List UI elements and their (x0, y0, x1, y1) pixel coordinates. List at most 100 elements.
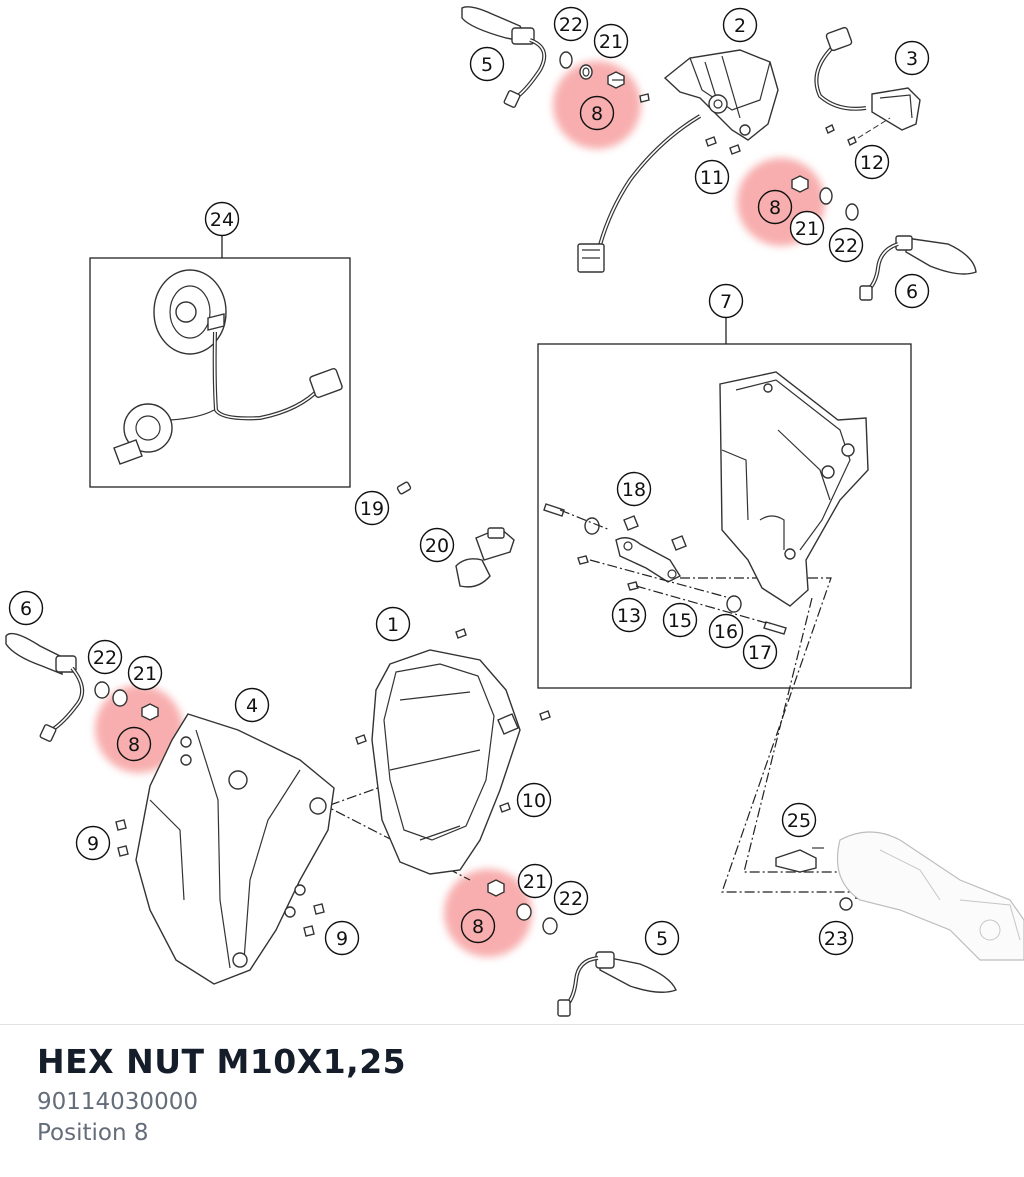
callout-22[interactable]: 22 (553, 880, 589, 916)
callout-13[interactable]: 13 (611, 597, 647, 633)
headlight-bracket-part-2[interactable] (577, 49, 779, 273)
callout-circle (579, 95, 615, 131)
callout-label: 23 (824, 928, 848, 950)
callout-label: 19 (360, 498, 384, 520)
callout-circle (722, 7, 758, 43)
callout-2[interactable]: 2 (722, 7, 758, 43)
callout-21[interactable]: 21 (593, 23, 629, 59)
callout-circle (662, 602, 698, 638)
callout-18[interactable]: 18 (616, 471, 652, 507)
callout-label: 2 (734, 15, 746, 37)
callout-5[interactable]: 5 (644, 920, 680, 956)
callout-circle (354, 490, 390, 526)
callout-circle (116, 726, 152, 762)
headlight-bulb-part-20[interactable] (455, 527, 515, 588)
callout-20[interactable]: 20 (419, 527, 455, 563)
callout-label: 21 (795, 218, 819, 240)
callout-circle (781, 802, 817, 838)
callout-label: 24 (210, 209, 234, 231)
callout-15[interactable]: 15 (662, 602, 698, 638)
clamp-part-25[interactable] (775, 831, 1024, 961)
callout-10[interactable]: 10 (516, 782, 552, 818)
highlight-position-8[interactable] (95, 685, 183, 773)
callout-label: 4 (246, 695, 258, 717)
routing-line (721, 577, 960, 893)
callout-circle (611, 597, 647, 633)
callout-8[interactable]: 8 (579, 95, 615, 131)
callout-circle (419, 527, 455, 563)
callout-circle (593, 23, 629, 59)
callout-circle (517, 863, 553, 899)
callout-circle (375, 606, 411, 642)
turn-signal-top-left[interactable] (461, 6, 547, 108)
callout-circle (708, 283, 744, 319)
callout-5[interactable]: 5 (469, 46, 505, 82)
callout-23[interactable]: 23 (818, 920, 854, 956)
turn-signal-right[interactable] (859, 235, 977, 301)
callout-9[interactable]: 9 (324, 920, 360, 956)
callout-19[interactable]: 19 (354, 490, 390, 526)
headlight-part-1[interactable] (355, 628, 551, 875)
callout-4[interactable]: 4 (234, 687, 270, 723)
callout-8[interactable]: 8 (460, 908, 496, 944)
callout-21[interactable]: 21 (789, 210, 825, 246)
callout-7[interactable]: 7 (708, 283, 744, 319)
callout-6[interactable]: 6 (8, 590, 44, 626)
callout-circle (553, 880, 589, 916)
callout-label: 6 (20, 598, 32, 620)
callout-label: 13 (617, 605, 641, 627)
callout-label: 7 (720, 291, 732, 313)
callout-circle (616, 471, 652, 507)
detail-frame-24 (89, 257, 351, 488)
callout-circle (694, 159, 730, 195)
divider (0, 1024, 1024, 1025)
part-position: Position 8 (37, 1120, 149, 1146)
callout-circle (742, 634, 778, 670)
callout-label: 12 (860, 152, 884, 174)
callout-8[interactable]: 8 (116, 726, 152, 762)
callout-circle (553, 6, 589, 42)
callout-21[interactable]: 21 (127, 655, 163, 691)
mounting-bracket-part-7[interactable] (719, 371, 869, 607)
headlight-mask-part-4[interactable] (135, 713, 335, 985)
part-number: 90114030000 (37, 1089, 198, 1115)
turn-signal-bottom[interactable] (557, 951, 677, 1017)
bulb-socket-part-24[interactable] (113, 269, 343, 465)
callout-label: 21 (523, 871, 547, 893)
callout-circle (460, 908, 496, 944)
turn-signal-left[interactable] (5, 632, 84, 742)
callout-22[interactable]: 22 (828, 227, 864, 263)
callout-21[interactable]: 21 (517, 863, 553, 899)
callout-circle (894, 273, 930, 309)
callout-9[interactable]: 9 (75, 825, 111, 861)
callout-label: 22 (834, 235, 858, 257)
callout-label: 18 (622, 479, 646, 501)
callout-label: 21 (133, 663, 157, 685)
callout-label: 22 (93, 647, 117, 669)
callout-1[interactable]: 1 (375, 606, 411, 642)
callout-label: 8 (472, 916, 484, 938)
callout-22[interactable]: 22 (87, 639, 123, 675)
callout-22[interactable]: 22 (553, 6, 589, 42)
callout-12[interactable]: 12 (854, 144, 890, 180)
connector-part-3[interactable] (814, 26, 921, 131)
callout-3[interactable]: 3 (894, 40, 930, 76)
callout-circle (757, 189, 793, 225)
callout-label: 25 (787, 810, 811, 832)
callout-25[interactable]: 25 (781, 802, 817, 838)
callout-8[interactable]: 8 (757, 189, 793, 225)
callout-label: 20 (425, 535, 449, 557)
callout-label: 8 (591, 103, 603, 125)
callout-label: 9 (87, 833, 99, 855)
callout-label: 3 (906, 48, 918, 70)
callout-label: 17 (748, 642, 772, 664)
callout-16[interactable]: 16 (708, 613, 744, 649)
callout-circle (469, 46, 505, 82)
part-title: HEX NUT M10X1,25 (37, 1042, 407, 1081)
callout-circle (708, 613, 744, 649)
callout-6[interactable]: 6 (894, 273, 930, 309)
callout-17[interactable]: 17 (742, 634, 778, 670)
callout-11[interactable]: 11 (694, 159, 730, 195)
callout-24[interactable]: 24 (204, 201, 240, 237)
